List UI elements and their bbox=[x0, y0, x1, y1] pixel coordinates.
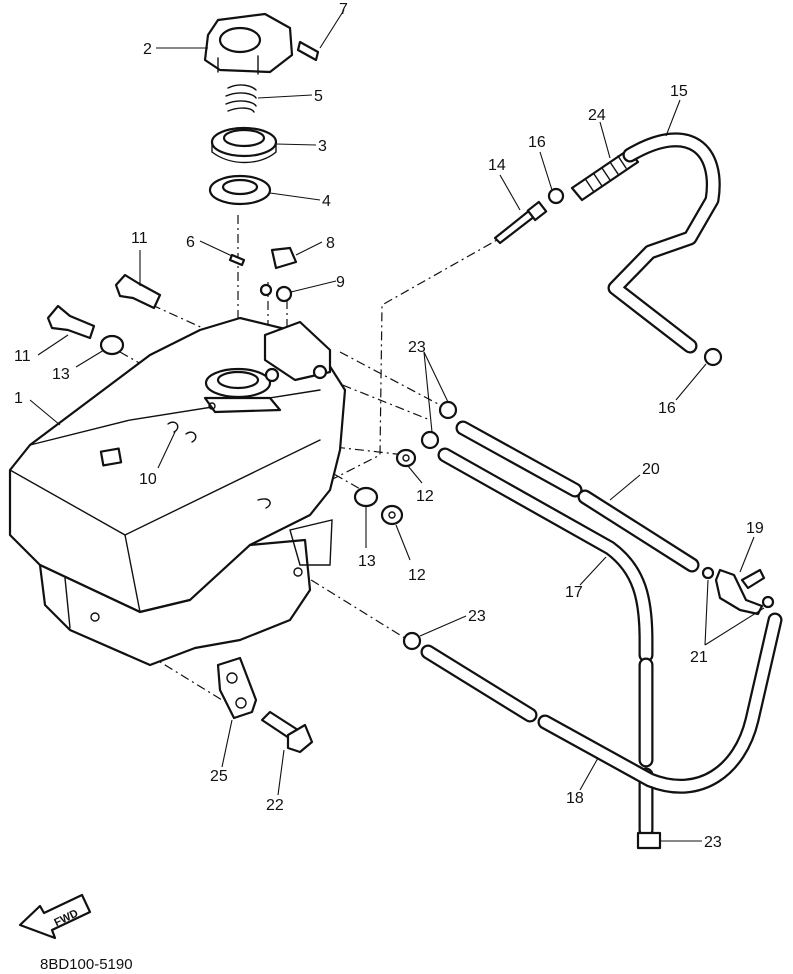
callout-23-middle: 23 bbox=[468, 608, 486, 625]
callout-16-upper: 16 bbox=[528, 134, 546, 151]
callout-7: 7 bbox=[339, 1, 348, 18]
callout-19: 19 bbox=[746, 520, 764, 537]
callout-17: 17 bbox=[565, 584, 583, 601]
callout-10: 10 bbox=[139, 471, 157, 488]
callout-11-lower: 11 bbox=[14, 348, 31, 365]
clamp-23-a bbox=[438, 400, 458, 420]
tank-cap bbox=[203, 12, 294, 75]
callout-1: 1 bbox=[14, 390, 23, 407]
breather-hose bbox=[607, 132, 721, 354]
callout-6: 6 bbox=[186, 234, 195, 251]
callout-13-lower: 13 bbox=[358, 553, 376, 570]
clip-21-b bbox=[761, 595, 775, 609]
callout-13-upper: 13 bbox=[52, 366, 70, 383]
callout-4: 4 bbox=[322, 193, 331, 210]
callout-5: 5 bbox=[314, 88, 323, 105]
clamp-23-d bbox=[636, 831, 662, 850]
callout-11-upper: 11 bbox=[131, 230, 148, 247]
bolt-upper bbox=[114, 273, 162, 310]
leader-lines bbox=[29, 9, 765, 842]
small-pin bbox=[228, 253, 246, 267]
mount-plate bbox=[216, 656, 258, 720]
callout-22: 22 bbox=[266, 797, 284, 814]
hose-18 bbox=[420, 612, 783, 794]
callout-8: 8 bbox=[326, 235, 335, 252]
joint bbox=[714, 568, 766, 616]
clip bbox=[270, 246, 298, 270]
callout-2: 2 bbox=[143, 41, 152, 58]
clamp-23-c bbox=[402, 631, 422, 651]
callout-18: 18 bbox=[566, 790, 584, 807]
hose-clip-right bbox=[703, 347, 723, 367]
clip-21-a bbox=[701, 566, 715, 580]
washer-upper bbox=[99, 334, 125, 356]
callout-23-upper: 23 bbox=[408, 339, 426, 356]
callout-23-lower: 23 bbox=[704, 834, 722, 851]
hose-20 bbox=[455, 420, 700, 573]
callout-12-lower: 12 bbox=[408, 567, 426, 584]
callout-numbers: 1 2 3 4 5 6 7 8 9 10 11 11 12 12 13 13 1… bbox=[14, 1, 764, 851]
callout-14: 14 bbox=[488, 157, 506, 174]
callout-21: 21 bbox=[690, 649, 708, 666]
callout-25: 25 bbox=[210, 768, 228, 785]
spring bbox=[225, 84, 257, 113]
callout-20: 20 bbox=[642, 461, 660, 478]
forward-direction-arrow-icon: FWD bbox=[18, 893, 92, 940]
hose-clip-upper bbox=[547, 187, 565, 205]
mount-bolt bbox=[260, 710, 314, 754]
cap-pin bbox=[296, 40, 320, 62]
washer-lower bbox=[353, 486, 379, 508]
seal-ring bbox=[210, 126, 278, 164]
hose-spring-guide bbox=[570, 148, 640, 202]
callout-15: 15 bbox=[670, 83, 688, 100]
callout-16-lower: 16 bbox=[658, 400, 676, 417]
damper-upper bbox=[395, 448, 417, 468]
bolt-lower bbox=[46, 304, 96, 340]
tank-clips bbox=[167, 421, 197, 443]
callout-12-upper: 12 bbox=[416, 488, 434, 505]
fuel-tank bbox=[8, 316, 347, 667]
screw bbox=[493, 200, 548, 245]
callout-9: 9 bbox=[336, 274, 345, 291]
damper-lower bbox=[380, 504, 404, 526]
callout-24: 24 bbox=[588, 107, 606, 124]
clamp-23-b bbox=[420, 430, 440, 450]
gasket bbox=[208, 174, 272, 206]
hose-17 bbox=[437, 447, 654, 838]
nut bbox=[259, 283, 293, 303]
diagram-code: 8BD100-5190 bbox=[40, 956, 133, 973]
callout-3: 3 bbox=[318, 138, 327, 155]
